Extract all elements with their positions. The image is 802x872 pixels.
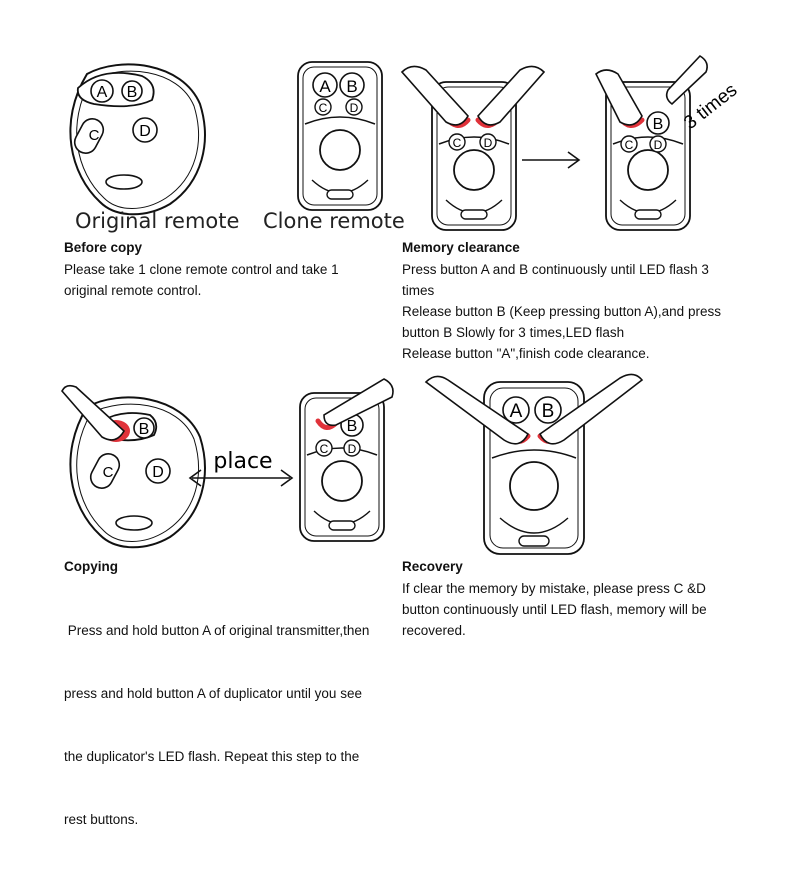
svg-text:A: A xyxy=(97,84,108,101)
section-body: Press button A and B continuously until … xyxy=(402,259,721,364)
body-line: Release button "A",finish code clearance… xyxy=(402,346,650,361)
svg-text:D: D xyxy=(484,136,493,150)
original-remote-caption: Original remote xyxy=(75,209,240,233)
section-body: Please take 1 clone remote control and t… xyxy=(64,259,339,301)
svg-text:B: B xyxy=(139,421,150,438)
section-title: Memory clearance xyxy=(402,240,520,255)
body-line: press and hold button A of duplicator un… xyxy=(64,686,362,701)
copying-original-remote-image: B C D xyxy=(61,384,206,549)
clone-remote-image: A B C D xyxy=(297,61,383,211)
section-body: If clear the memory by mistake, please p… xyxy=(402,578,707,641)
recovery-section: Recovery If clear the memory by mistake,… xyxy=(402,559,707,641)
section-title: Recovery xyxy=(402,559,463,574)
svg-text:B: B xyxy=(127,84,138,101)
memory-clearance-press-image: C D xyxy=(400,65,546,231)
svg-text:D: D xyxy=(139,123,151,140)
svg-text:A: A xyxy=(510,401,523,422)
body-line: button B Slowly for 3 times,LED flash xyxy=(402,325,625,340)
recovery-remote-image: A B xyxy=(424,373,644,555)
body-line: recovered. xyxy=(402,623,466,638)
svg-text:B: B xyxy=(347,418,358,435)
svg-text:C: C xyxy=(453,136,462,150)
svg-text:D: D xyxy=(654,138,663,152)
svg-text:B: B xyxy=(653,116,664,133)
svg-text:A: A xyxy=(319,77,331,96)
body-line: the duplicator's LED flash. Repeat this … xyxy=(64,749,360,764)
section-title: Copying xyxy=(64,559,118,574)
memory-clearance-three-times-image: B C D xyxy=(594,54,708,231)
section-body: Press and hold button A of original tran… xyxy=(64,578,369,872)
place-double-arrow-icon xyxy=(188,469,294,487)
body-line: Press button A and B continuously until … xyxy=(402,262,709,277)
before-copy-section: Before copy Please take 1 clone remote c… xyxy=(64,240,339,301)
body-line: If clear the memory by mistake, please p… xyxy=(402,581,706,596)
svg-text:C: C xyxy=(89,127,100,144)
svg-text:D: D xyxy=(350,101,359,115)
svg-text:C: C xyxy=(320,442,329,456)
section-title: Before copy xyxy=(64,240,143,255)
body-line: original remote control. xyxy=(64,283,202,298)
body-line: rest buttons. xyxy=(64,812,139,827)
place-label: place xyxy=(213,449,272,474)
body-line: times xyxy=(402,283,435,298)
copying-section: Copying Press and hold button A of origi… xyxy=(64,559,369,872)
body-line: Press and hold button A of original tran… xyxy=(64,623,370,638)
svg-text:C: C xyxy=(103,464,114,481)
svg-text:D: D xyxy=(348,442,357,456)
body-line: Please take 1 clone remote control and t… xyxy=(64,262,339,277)
svg-text:C: C xyxy=(625,138,634,152)
svg-text:B: B xyxy=(346,77,357,96)
body-line: Release button B (Keep pressing button A… xyxy=(402,304,721,319)
svg-text:D: D xyxy=(152,464,164,481)
right-arrow-icon xyxy=(522,151,581,169)
svg-text:B: B xyxy=(542,401,555,422)
copying-clone-remote-image: B C D xyxy=(299,378,394,542)
clone-remote-caption: Clone remote xyxy=(263,209,405,233)
svg-text:C: C xyxy=(319,101,328,115)
original-remote-image: A B C D xyxy=(69,63,206,216)
instruction-illustrations: A B C D A B C D C D xyxy=(61,54,741,555)
body-line: button continuously until LED flash, mem… xyxy=(402,602,707,617)
memory-clearance-section: Memory clearance Press button A and B co… xyxy=(402,240,721,364)
